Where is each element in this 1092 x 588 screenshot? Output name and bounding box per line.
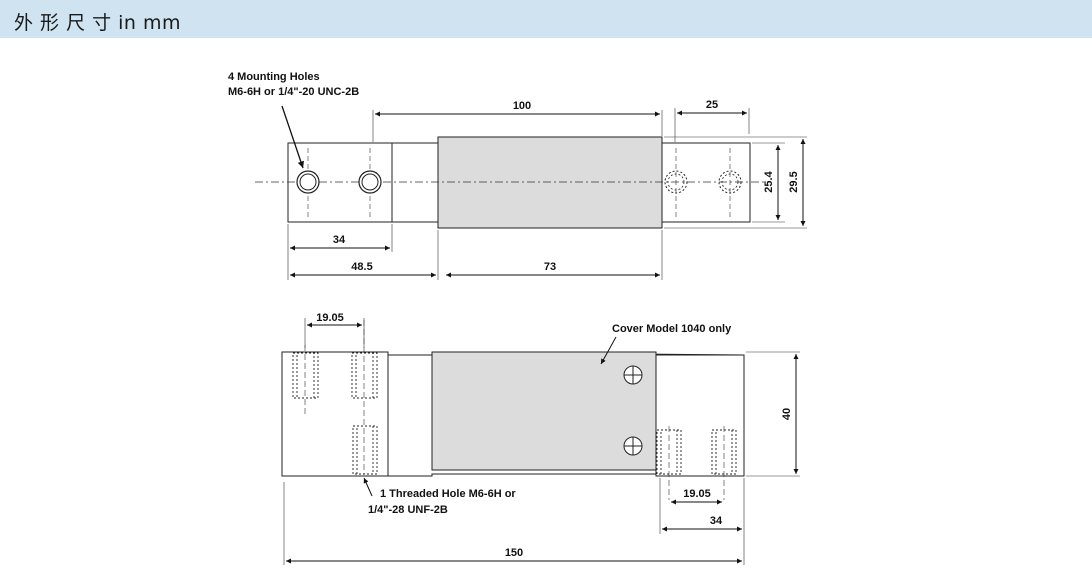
right-block <box>661 142 751 223</box>
cover-note-label: Cover Model 1040 only <box>612 323 732 335</box>
dim-100-label: 100 <box>513 100 531 112</box>
cover-plate <box>431 351 657 471</box>
dim-19-05-bottom-label: 19.05 <box>683 488 711 500</box>
top-view: 4 Mounting Holes M6-6H or 1/4"-20 UNC-2B… <box>228 71 807 280</box>
dim-48-5-label: 48.5 <box>351 261 372 273</box>
thread-note-line1: 1 Threaded Hole M6-6H or <box>380 488 516 500</box>
dim-29-5-label: 29.5 <box>788 171 800 192</box>
thread-note-line2: 1/4"-28 UNF-2B <box>368 504 448 516</box>
screw-icon <box>623 365 643 385</box>
dim-25-label: 25 <box>706 99 718 111</box>
cover-leader-arrow <box>600 336 617 365</box>
mount-leader-arrow <box>281 105 304 169</box>
mount-holes-label: 4 Mounting Holes <box>228 71 320 83</box>
dim-34-top-label: 34 <box>333 234 346 246</box>
page-title: 外 形 尺 寸 in mm <box>14 12 182 34</box>
hidden-hole-icon <box>664 170 688 194</box>
dim-40-label: 40 <box>781 408 793 420</box>
hidden-hole-icon <box>718 170 742 194</box>
dim-19-05-top-label: 19.05 <box>316 312 344 324</box>
mounting-hole-icon <box>296 170 320 194</box>
mount-thread-label: M6-6H or 1/4"-20 UNC-2B <box>228 86 359 98</box>
mounting-hole-icon <box>358 170 382 194</box>
thread-leader-arrow <box>363 477 373 497</box>
screw-icon <box>623 436 643 456</box>
side-view: 19.05 Cover Model 1040 only 40 1 Threade… <box>281 312 800 565</box>
header-bar: 外 形 尺 寸 in mm <box>0 0 1092 38</box>
dim-25-4-label: 25.4 <box>763 170 775 192</box>
center-body <box>437 136 663 229</box>
dim-34-bottom-label: 34 <box>710 515 723 527</box>
dim-150-label: 150 <box>505 547 523 559</box>
left-neck <box>391 142 439 223</box>
dim-73-label: 73 <box>544 261 556 273</box>
